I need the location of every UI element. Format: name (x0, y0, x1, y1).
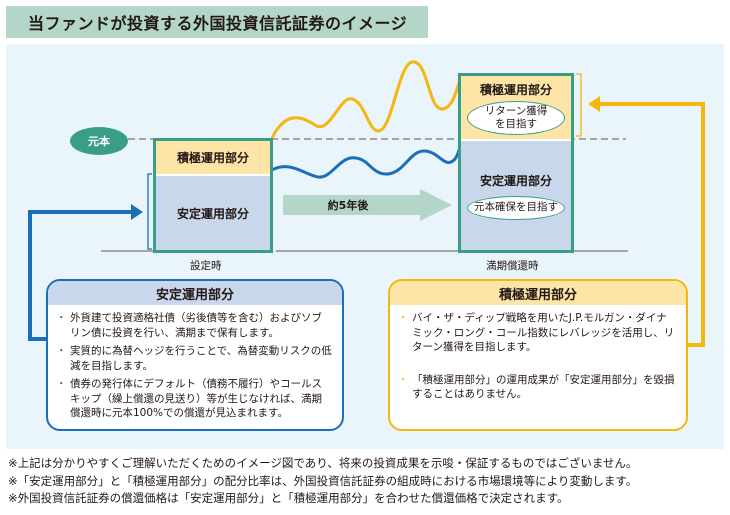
active-connector-arrow (600, 102, 705, 347)
stable-info-heading: 安定運用部分 (48, 281, 342, 305)
active-info-heading: 積極運用部分 (390, 281, 686, 305)
start-time-label: 設定時 (190, 260, 222, 272)
stable-arrowhead (131, 204, 143, 220)
stable-info-item: 債券の発行体にデフォルト（債務不履行）やコールスキップ（繰上償還の見送り）等が生… (56, 377, 332, 421)
return-goal-ellipse: リターン獲得を目指す (467, 100, 565, 135)
duration-arrow (283, 189, 452, 221)
active-wave-line (270, 60, 462, 139)
active-info-item: 「積極運用部分」の運用成果が「安定運用部分」を毀損することはありません。 (398, 373, 676, 402)
end-allocation-box: 積極運用部分 リターン獲得を目指す 安定運用部分 元本確保を目指す (458, 73, 574, 253)
start-allocation-box: 積極運用部分 安定運用部分 (153, 138, 273, 253)
stable-info-panel: 安定運用部分 外貨建て投資適格社債（劣後債等を含む）およびソブリン債に投資を行い… (46, 279, 344, 431)
duration-label: 約5年後 (327, 199, 369, 212)
footnote: ※上記は分かりやすくご理解いただくためのイメージ図であり、将来の投資成果を示唆・… (8, 456, 638, 470)
stable-info-list: 外貨建て投資適格社債（劣後債等を含む）およびソブリン債に投資を行い、満期まで保有… (48, 311, 342, 421)
end-stable-label: 安定運用部分 (479, 173, 552, 188)
stable-info-item: 実質的に為替ヘッジを行うことで、為替変動リスクの低減を目指します。 (56, 344, 332, 373)
footnote: ※外国投資信託証券の償還価格は「安定運用部分」と「積極運用部分」を合わせた償還価… (8, 491, 569, 505)
footnote: ※「安定運用部分」と「積極運用部分」の配分比率は、外国投資信託証券の組成時におけ… (8, 473, 638, 488)
active-info-list: バイ・ザ・ディップ戦略を用いたJ.P.モルガン・ダイナミック・ロング・コール指数… (390, 311, 686, 402)
start-stable-label: 安定運用部分 (176, 206, 249, 221)
start-active-label: 積極運用部分 (176, 151, 249, 165)
footnotes: ※上記は分かりやすくご理解いただくためのイメージ図であり、将来の投資成果を示唆・… (8, 455, 637, 508)
principal-goal-text: 元本確保を目指す (474, 201, 558, 213)
page-title: 当ファンドが投資する外国投資信託証券のイメージ (6, 6, 428, 38)
maturity-time-label: 満期償還時 (486, 260, 539, 272)
active-bracket (576, 73, 582, 137)
active-info-item: バイ・ザ・ディップ戦略を用いたJ.P.モルガン・ダイナミック・ロング・コール指数… (398, 311, 676, 355)
principal-badge: 元本 (70, 127, 128, 155)
end-active-label: 積極運用部分 (479, 82, 552, 97)
stable-connector-arrow (28, 210, 131, 341)
stable-info-item: 外貨建て投資適格社債（劣後債等を含む）およびソブリン債に投資を行い、満期まで保有… (56, 311, 332, 340)
stable-wave-line (271, 137, 464, 179)
principal-goal-ellipse: 元本確保を目指す (467, 195, 565, 220)
stable-bracket (147, 173, 152, 250)
active-arrowhead (588, 96, 600, 112)
active-info-panel: 積極運用部分 バイ・ザ・ディップ戦略を用いたJ.P.モルガン・ダイナミック・ロン… (388, 279, 688, 431)
return-goal-text: リターン獲得を目指す (484, 104, 548, 130)
